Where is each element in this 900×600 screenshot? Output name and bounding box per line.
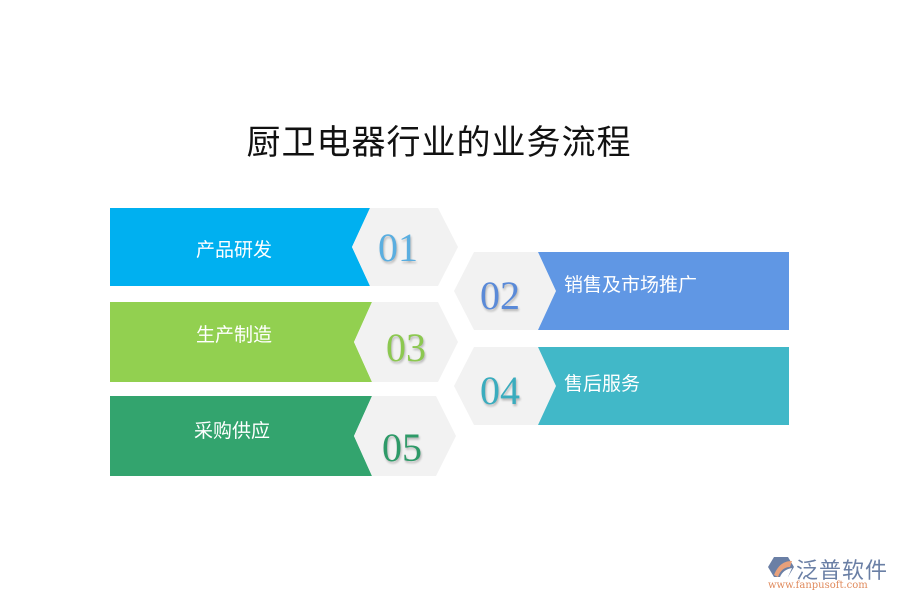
step-02-number: 02 bbox=[480, 273, 520, 318]
step-03-label: 生产制造 bbox=[196, 324, 273, 346]
logo-name: 泛普软件 bbox=[796, 559, 889, 584]
step-05-shape bbox=[110, 396, 456, 476]
step-03-shape bbox=[110, 302, 458, 382]
fanpu-logo: 泛普软件 www.fanpusoft.com bbox=[768, 553, 893, 593]
step-03: 生产制造 03 bbox=[110, 302, 460, 382]
step-04: 04 售后服务 bbox=[454, 347, 790, 425]
step-01-label: 产品研发 bbox=[196, 239, 273, 261]
fanpu-logo-icon bbox=[768, 557, 794, 577]
step-03-number: 03 bbox=[386, 325, 426, 370]
step-02-shape bbox=[454, 252, 789, 330]
step-01-number: 01 bbox=[378, 225, 418, 270]
step-01: 产品研发 01 bbox=[110, 208, 460, 286]
step-01-shape bbox=[110, 208, 458, 286]
logo-url: www.fanpusoft.com bbox=[768, 580, 868, 591]
step-02: 02 销售及市场推广 bbox=[454, 252, 790, 330]
page-title: 厨卫电器行业的业务流程 bbox=[246, 123, 632, 163]
step-02-label: 销售及市场推广 bbox=[564, 274, 698, 296]
step-04-shape bbox=[454, 347, 789, 425]
step-05-number: 05 bbox=[382, 425, 422, 470]
step-04-label: 售后服务 bbox=[564, 373, 641, 395]
step-05: 采购供应 05 bbox=[110, 396, 460, 476]
step-04-number: 04 bbox=[480, 368, 520, 413]
step-05-label: 采购供应 bbox=[194, 420, 271, 442]
